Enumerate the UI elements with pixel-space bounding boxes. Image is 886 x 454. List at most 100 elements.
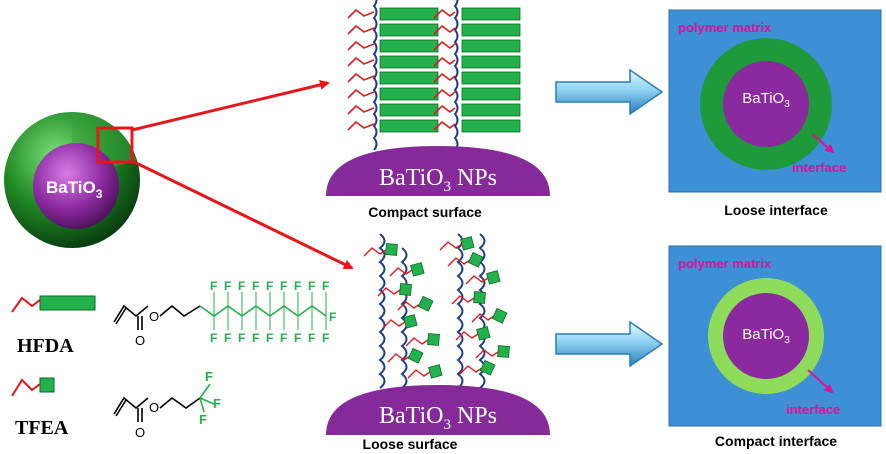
hfda-f-terminal: F (329, 310, 336, 324)
compact-hfda-block (379, 55, 439, 69)
tfea-label: TFEA (15, 417, 69, 439)
loose-tfea-block (403, 314, 418, 329)
hfda-f-top: F (266, 279, 273, 293)
hfda-f-bottom: F (238, 331, 245, 345)
loose-chains (363, 233, 510, 389)
compact-side-chain (347, 104, 375, 115)
compact-hfda-block (379, 71, 439, 85)
interface-pointer-bottom (807, 369, 834, 394)
loose-tfea-block (399, 283, 412, 296)
pointer-arrow-top (131, 80, 330, 132)
tfea-chain-icon (11, 378, 41, 397)
hfda-f-top: F (252, 279, 259, 293)
loose-backbone (378, 233, 386, 389)
compact-hfda-block (379, 7, 439, 21)
compact-side-chain (433, 120, 456, 131)
composite-core-bottom (723, 293, 809, 379)
core-particle-label-sub: 3 (96, 187, 103, 201)
interface-label-top: interface (792, 160, 846, 175)
compact-hfda-block (379, 119, 439, 133)
caption-loose-surface: Loose surface (363, 436, 458, 452)
composite-compact-interface: polymer matrix BaTiO3 interface Compact … (668, 245, 882, 449)
tfea-carbonyl-o: O (135, 425, 145, 440)
loose-side-chain (363, 247, 387, 257)
compact-hfda-block (379, 39, 439, 53)
hfda-ester-o: O (149, 309, 159, 324)
loose-side-chain (471, 313, 495, 323)
compact-hfda-block (461, 71, 521, 85)
legend-tfea: TFEA O O F F F (11, 369, 221, 440)
loose-side-chain (377, 287, 401, 297)
tfea-ester-o: O (149, 400, 159, 415)
loose-side-chain (451, 295, 475, 305)
compact-side-chain (347, 88, 375, 99)
compact-side-chain (433, 24, 456, 35)
block-arrow-bottom (555, 320, 664, 368)
compact-hfda-block (461, 55, 521, 69)
interface-pointer-top (811, 133, 835, 154)
composite-core-label-bottom: BaTiO3 (742, 326, 790, 346)
composite-loose-interface: polymer matrix BaTiO3 interface Loose in… (668, 9, 882, 218)
loose-side-chain (439, 241, 463, 251)
core-particle-label-main: BaTiO (46, 178, 96, 197)
compact-side-chain (433, 88, 456, 99)
compact-hfda-block (461, 7, 521, 21)
loose-side-chain (387, 353, 411, 363)
loose-tfea-block (410, 262, 425, 277)
compact-hfda-block (379, 87, 439, 101)
hfda-f-top: F (322, 279, 329, 293)
loose-tfea-block (460, 236, 475, 251)
core-shell-particle: BaTiO3 (4, 112, 140, 248)
tfea-f-1: F (205, 369, 213, 384)
tfea-f-2: F (213, 396, 221, 411)
hfda-fluoro-chain (199, 305, 327, 317)
tfea-block-icon (39, 377, 55, 393)
hfda-f-bottom: F (322, 331, 329, 345)
core-particle-label: BaTiO3 (46, 178, 103, 201)
compact-backbone (372, 0, 378, 151)
compact-side-chain (433, 40, 456, 51)
tfea-cf3 (199, 383, 215, 413)
compact-side-chain (347, 120, 375, 131)
compact-hfda-block (379, 103, 439, 117)
loose-tfea-block (427, 333, 440, 346)
hfda-f-bottom: F (252, 331, 259, 345)
hfda-f-bottom: F (266, 331, 273, 345)
hfda-structure (113, 304, 201, 330)
tfea-structure (113, 396, 201, 422)
np-dome-top (326, 146, 550, 196)
caption-loose-interface: Loose interface (724, 202, 828, 218)
loose-tfea-block (428, 364, 443, 379)
compact-side-chain (347, 56, 375, 67)
interface-label-bottom: interface (786, 402, 840, 417)
compact-surface-panel: BaTiO3 NPs Compact surface (326, 0, 550, 220)
compact-side-chain (347, 40, 375, 51)
loose-tfea-block (385, 243, 398, 256)
tfea-f-3: F (199, 412, 207, 427)
hfda-chain-icon (11, 296, 41, 313)
hfda-block-icon (39, 295, 96, 311)
compact-hfda-block (461, 23, 521, 37)
loose-tfea-block (479, 359, 496, 376)
loose-side-chain (397, 301, 421, 311)
loose-side-chain (389, 267, 413, 277)
loose-tfea-block (467, 251, 484, 268)
loose-tfea-block (417, 295, 434, 312)
compact-hfda-block (461, 87, 521, 101)
pointer-arrow-bottom (129, 158, 354, 270)
loose-side-chain (407, 369, 431, 379)
matrix-label-bottom: polymer matrix (678, 256, 772, 271)
hfda-f-bottom: F (294, 331, 301, 345)
hfda-f-bottom: F (210, 331, 217, 345)
caption-compact-surface: Compact surface (368, 204, 482, 220)
hfda-f-bottom: F (224, 331, 231, 345)
hfda-f-top: F (224, 279, 231, 293)
loose-side-chain (455, 331, 479, 341)
loose-surface-panel: BaTiO3 NPs Loose surface (326, 233, 550, 452)
particle-core (33, 143, 119, 229)
loose-side-chain (465, 275, 489, 285)
np-label-top: BaTiO3 NPs (379, 165, 497, 195)
loose-backbone (456, 233, 464, 389)
hfda-f-top: F (294, 279, 301, 293)
